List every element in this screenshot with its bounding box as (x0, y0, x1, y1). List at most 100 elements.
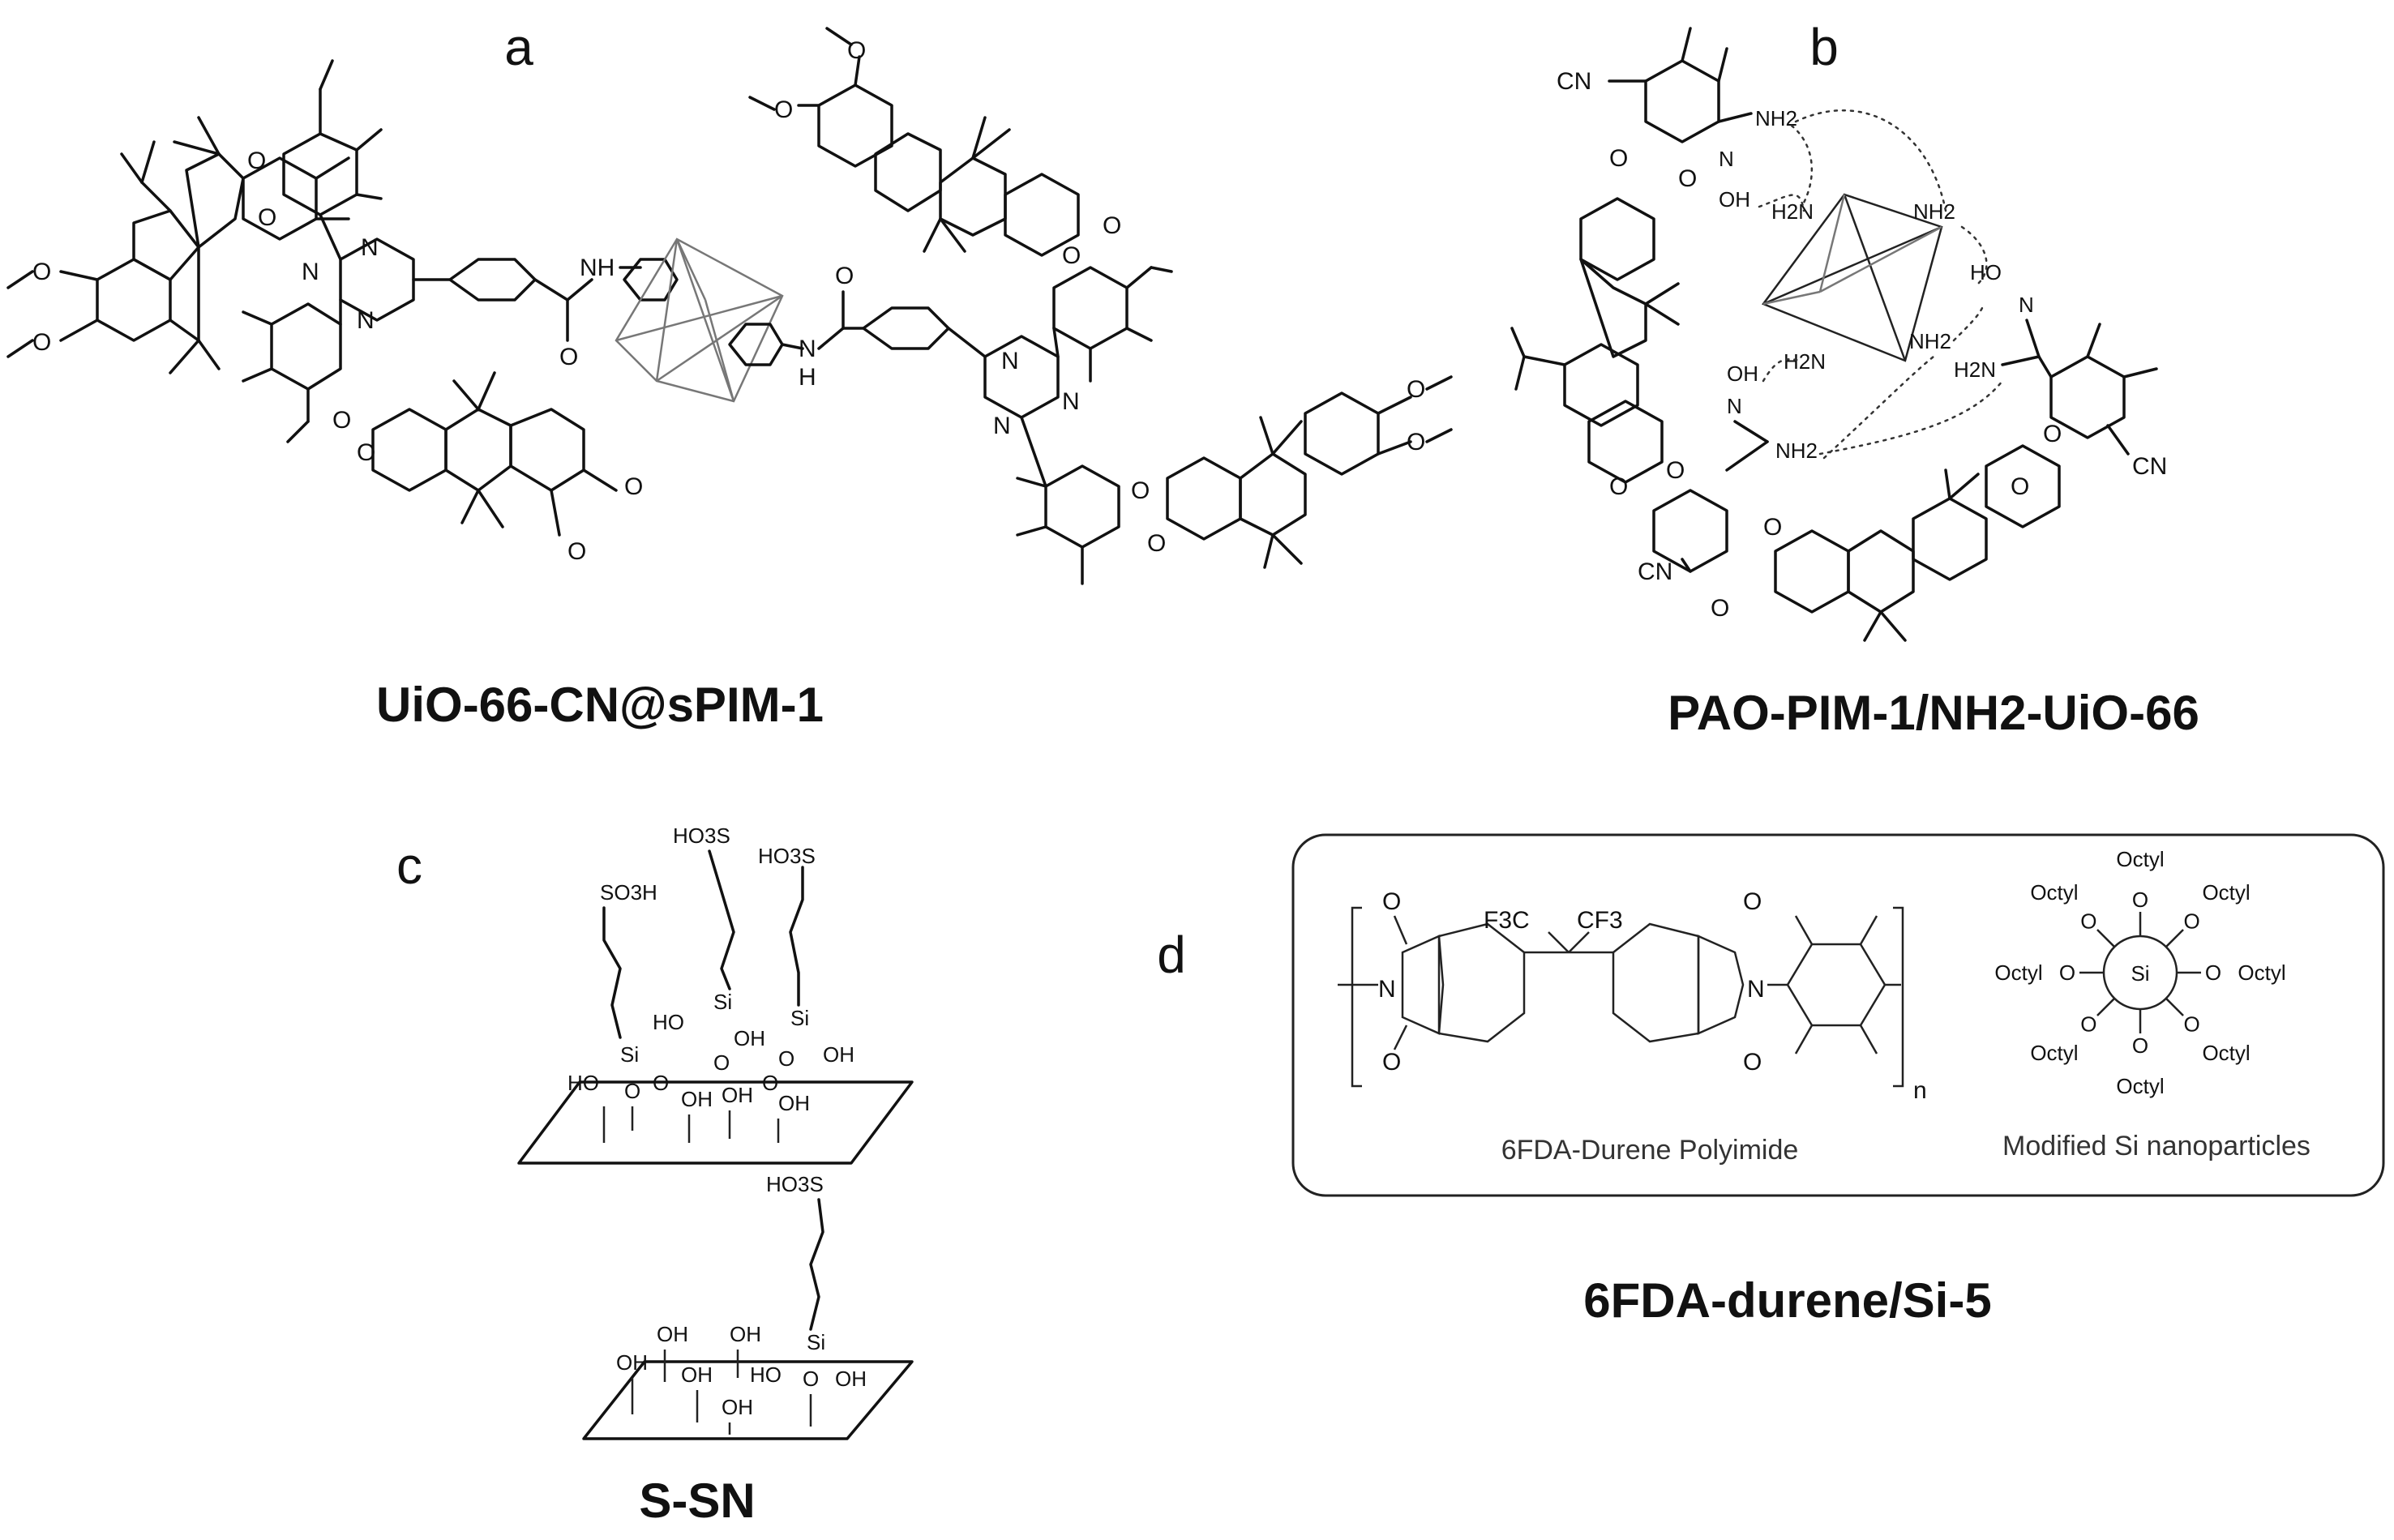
particle-label: Modified Si nanoparticles (2002, 1131, 2310, 1161)
octyl-label: Octyl (2238, 960, 2285, 985)
atom-ho3s: HO3S (766, 1172, 824, 1196)
octyl-label: Octyl (2116, 847, 2164, 871)
panel-a-caption: UiO-66-CN@sPIM-1 (376, 678, 824, 732)
atom-h2n: H2N (1954, 357, 1996, 382)
atom-o: O (1666, 457, 1685, 484)
atom-ho: HO (1970, 260, 2002, 284)
atom-ho: HO (653, 1010, 684, 1034)
atom-oh: OH (1727, 361, 1758, 386)
atom-nh2: NH2 (1913, 199, 1955, 224)
atom-h2n: H2N (1784, 349, 1826, 374)
atom-o: O (32, 259, 51, 285)
atom-n: N (1747, 976, 1765, 1003)
octyl-label: Octyl (2202, 880, 2250, 905)
atom-o: O (1382, 1049, 1401, 1076)
atom-oh: OH (730, 1322, 761, 1346)
atom-n: N (302, 259, 319, 285)
atom-oh: OH (778, 1091, 810, 1115)
atom-oh: OH (657, 1322, 688, 1346)
atom-cn: CN (1557, 68, 1591, 95)
atom-si: Si (713, 990, 732, 1014)
atom-si: Si (620, 1042, 639, 1067)
atom-o: O (1147, 530, 1166, 557)
panel-a-right-pim-unit: N N N O O (748, 27, 1453, 585)
octyl-label: Octyl (1994, 960, 2042, 985)
panel-d-polyimide-structure: n N O O F3C CF3 O O N (1338, 888, 1927, 1104)
ligand-oxygen: O (2132, 888, 2148, 912)
atom-o: O (1131, 477, 1150, 504)
ligand-oxygen: O (2080, 909, 2096, 933)
atom-o: O (847, 37, 866, 64)
atom-oh: OH (722, 1395, 753, 1419)
atom-o: O (778, 1046, 794, 1071)
panel-b: b CN O O O O CN O O (1510, 18, 2199, 740)
panel-a-left-pim-unit: O O O (6, 59, 643, 565)
atom-ho: HO (567, 1071, 599, 1095)
atom-o: O (1382, 888, 1401, 915)
atom-nh: NH (580, 255, 615, 281)
atom-nh2: NH2 (1755, 106, 1797, 130)
atom-n: N (1062, 388, 1080, 415)
panel-c-lower-sheet: HO3S Si OH OH OH OH HO OH O OH (582, 1172, 914, 1440)
atom-cn: CN (1638, 558, 1672, 585)
ligand-oxygen: O (2184, 909, 2200, 933)
ligand-oxygen: O (2059, 960, 2075, 985)
atom-oh: OH (823, 1042, 854, 1067)
ligand-bond (2165, 929, 2184, 948)
atom-nh2: NH2 (1909, 329, 1951, 353)
panel-a-structure: O O O (6, 27, 1453, 585)
panel-c-caption: S-SN (639, 1474, 755, 1528)
octyl-label: Octyl (2030, 1041, 2078, 1065)
atom-o: O (1407, 376, 1425, 403)
panel-a: a O O (6, 18, 1453, 732)
si-core-label: Si (2131, 961, 2149, 986)
atom-o: O (1743, 888, 1762, 915)
atom-o: O (1062, 242, 1081, 269)
atom-o: O (1711, 595, 1729, 622)
atom-n: N (1001, 348, 1019, 374)
atom-n: N (993, 413, 1011, 439)
panel-c: c SO3H HO3S HO3S Si Si Si HO HO OH OH O … (396, 823, 914, 1528)
atom-o: O (2043, 421, 2062, 447)
ligand-oxygen: O (2184, 1012, 2200, 1037)
atom-o: O (559, 344, 578, 370)
panel-b-structure: CN O O O O CN O O (1510, 27, 2167, 642)
panel-d-frame (1291, 833, 2385, 1197)
atom-ho3s: HO3S (673, 823, 730, 848)
atom-n: N (357, 307, 375, 334)
panel-b-letter: b (1809, 18, 1839, 76)
atom-n: N (1378, 976, 1396, 1003)
atom-h: H (799, 364, 816, 391)
atom-o: O (1743, 1049, 1762, 1076)
ligand-oxygen: O (2205, 960, 2221, 985)
octyl-label: Octyl (2202, 1041, 2250, 1065)
atom-nh2: NH2 (1775, 438, 1818, 463)
atom-oh: OH (681, 1087, 713, 1111)
atom-oh: OH (734, 1026, 765, 1050)
octyl-label: Octyl (2116, 1074, 2164, 1098)
atom-si: Si (790, 1006, 809, 1030)
atom-o: O (258, 204, 276, 231)
atom-o: O (762, 1071, 778, 1095)
atom-o: O (357, 439, 375, 466)
atom-so3h: SO3H (600, 880, 657, 905)
atom-o: O (1407, 429, 1425, 456)
ligand-bond (2165, 997, 2184, 1016)
atom-o: O (332, 407, 351, 434)
atom-o: O (803, 1367, 819, 1391)
atom-o: O (567, 538, 586, 565)
atom-oh: OH (835, 1367, 867, 1391)
atom-o: O (247, 148, 266, 174)
atom-o: O (774, 96, 793, 123)
polymer-label: 6FDA-Durene Polyimide (1501, 1135, 1799, 1166)
atom-oh: OH (681, 1362, 713, 1387)
atom-oh: OH (1719, 187, 1750, 212)
panel-a-uio66-linker: O NH N H O (412, 237, 987, 403)
atom-f3c: F3C (1484, 907, 1530, 934)
panel-d: d n N O O F3C CF3 O O N (1157, 833, 2385, 1328)
atom-n: N (361, 234, 379, 261)
repeat-subscript-n: n (1913, 1077, 1927, 1104)
atom-o: O (1609, 145, 1628, 172)
